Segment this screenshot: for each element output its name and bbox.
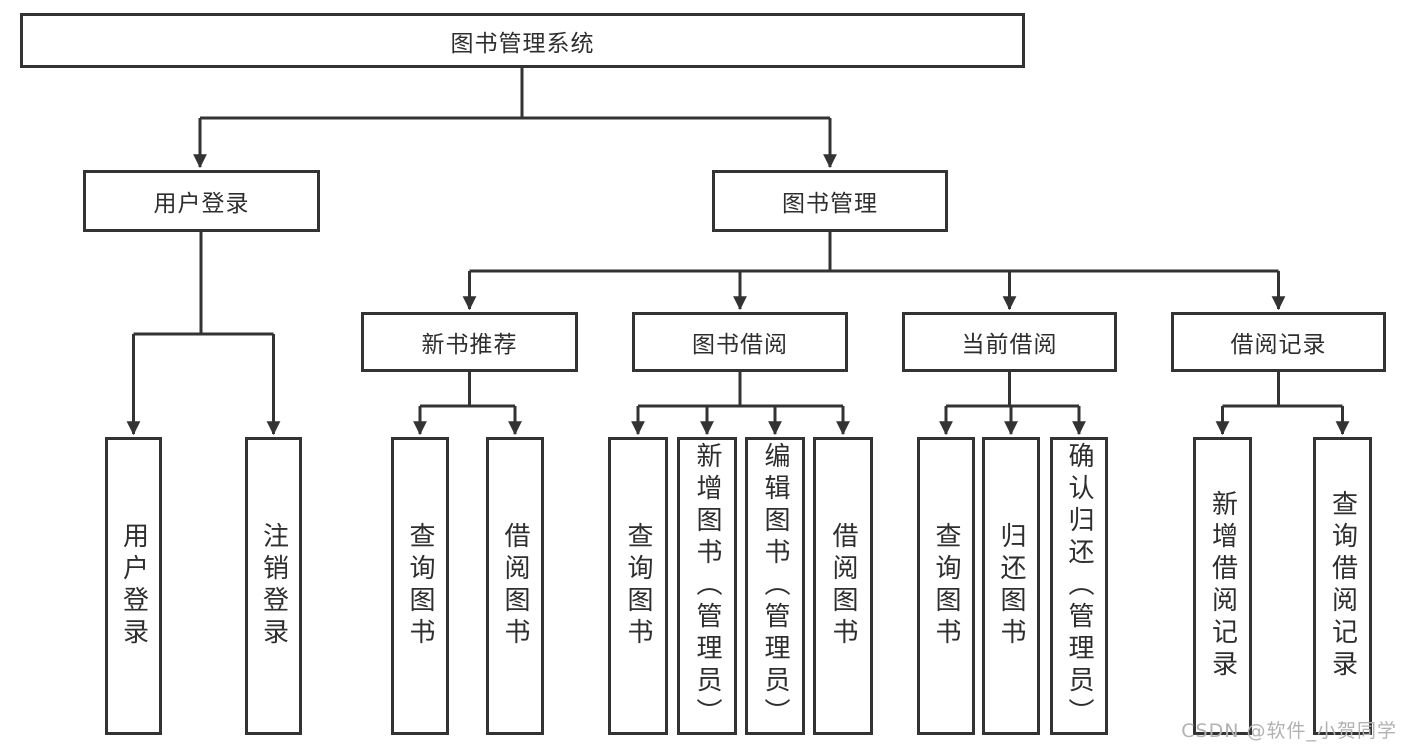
node-label: 当前借阅 [961,332,1058,358]
node-label: 新书推荐 [421,332,518,358]
leaf-logout: 注销登录 [245,437,302,735]
leaf-query-borrow-record: 查询借阅记录 [1313,437,1372,735]
node-label: 查询图书 [931,522,961,650]
leaf-query-books-current: 查询图书 [917,437,975,735]
node-label: 用户登录 [153,191,250,217]
node-label: 编辑图书（管理员） [760,442,790,730]
node-label: 图书管理系统 [450,30,595,57]
node-label: 图书管理 [782,191,878,217]
node-label: 借阅图书 [500,522,530,650]
node-borrow-records: 借阅记录 [1171,312,1386,372]
node-book-management: 图书管理 [712,170,948,232]
leaf-query-books-recommend: 查询图书 [391,437,449,735]
node-label: 确认归还（管理员） [1064,442,1094,730]
node-label: 查询借阅记录 [1327,490,1358,682]
node-label: 查询图书 [623,522,653,650]
leaf-edit-books-admin: 编辑图书（管理员） [745,437,805,735]
node-label: 新增图书（管理员） [692,442,722,730]
leaf-add-borrow-record: 新增借阅记录 [1193,437,1252,735]
csdn-watermark: CSDN @软件_小贺同学 [1181,720,1397,742]
leaf-add-books-admin: 新增图书（管理员） [677,437,737,735]
node-label: 注销登录 [258,522,289,650]
node-label: 借阅记录 [1230,332,1327,358]
node-user-login: 用户登录 [83,170,320,232]
node-new-book-recommend: 新书推荐 [361,312,578,372]
node-label: 借阅图书 [828,522,858,650]
leaf-query-books: 查询图书 [608,437,668,735]
node-label: 查询图书 [405,522,435,650]
leaf-return-books: 归还图书 [982,437,1040,735]
leaf-borrow-books-recommend: 借阅图书 [486,437,544,735]
node-label: 归还图书 [996,522,1026,650]
node-library-system: 图书管理系统 [20,13,1025,68]
node-current-borrow: 当前借阅 [902,312,1117,372]
node-label: 图书借阅 [692,332,788,358]
node-label: 新增借阅记录 [1207,490,1238,682]
leaf-user-login: 用户登录 [105,437,162,735]
node-label: 用户登录 [118,522,149,650]
leaf-confirm-return-admin: 确认归还（管理员） [1050,437,1108,735]
node-book-borrow: 图书借阅 [632,312,848,372]
leaf-borrow-books: 借阅图书 [813,437,873,735]
